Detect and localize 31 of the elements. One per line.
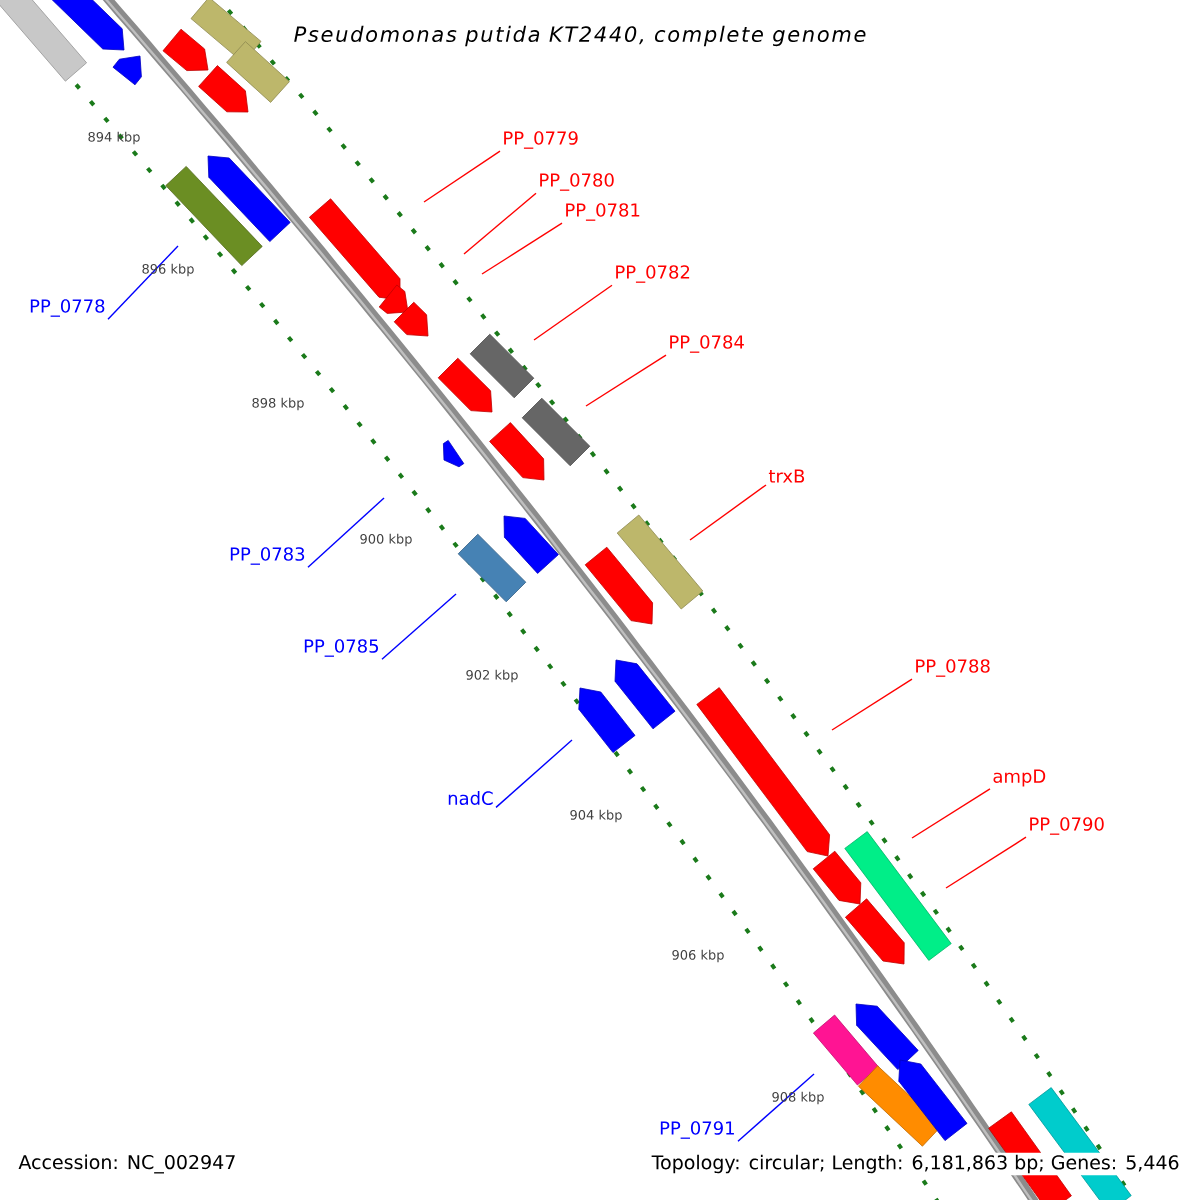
gene-label: PP_0781 xyxy=(566,203,640,221)
leader-line xyxy=(911,788,991,839)
leader-line xyxy=(463,192,537,255)
leader-line xyxy=(533,284,613,341)
leader-line xyxy=(585,354,667,407)
leader-line xyxy=(481,222,563,275)
gene-label: PP_0791 xyxy=(660,1121,734,1139)
leader-line xyxy=(945,836,1027,889)
accession-text: Accession: NC_002947 xyxy=(18,1154,235,1174)
genome-info-text: Topology: circular; Length: 6,181,863 bp; Genes: 5,446 xyxy=(649,1152,1182,1176)
gene-label: PP_0779 xyxy=(504,131,578,149)
gene-label: PP_0788 xyxy=(916,659,990,677)
gene-label: PP_0790 xyxy=(1030,817,1104,835)
gene-label: PP_0783 xyxy=(230,547,305,565)
leader-line xyxy=(495,739,573,809)
gene-label: trxB xyxy=(768,469,805,483)
leader-line xyxy=(689,484,767,541)
leader-line xyxy=(381,593,457,660)
gene-label: ampD xyxy=(993,769,1046,787)
gene-label: PP_0785 xyxy=(304,639,378,657)
leader-line xyxy=(831,678,913,731)
title: Pseudomonas putida KT2440, complete genome xyxy=(291,23,869,49)
gene-label: PP_0784 xyxy=(670,335,744,353)
gene-label: PP_0782 xyxy=(616,265,690,283)
gene-label: PP_0778 xyxy=(30,299,105,317)
gene-label: nadC xyxy=(448,791,493,805)
leader-line xyxy=(423,150,501,203)
gene-label: PP_0780 xyxy=(540,173,614,191)
leader-line xyxy=(737,1073,815,1142)
leader-line xyxy=(307,497,385,568)
leader-line xyxy=(107,245,179,320)
